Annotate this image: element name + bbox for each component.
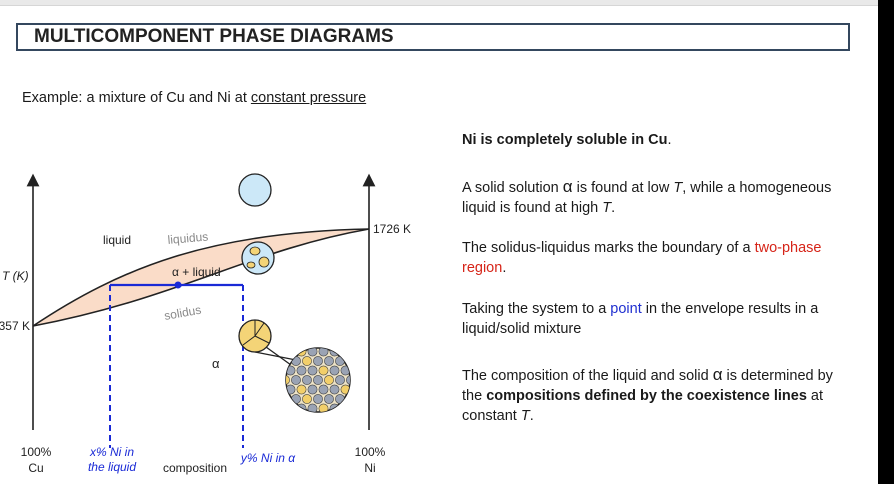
p2-b: is found at low — [572, 180, 674, 196]
paragraph-solubility: Ni is completely soluble in Cu. — [462, 130, 842, 150]
lattice-atom — [335, 375, 345, 385]
lattice-atom — [335, 356, 345, 366]
intro-underlined: constant pressure — [250, 90, 367, 106]
p5-c: at constant — [462, 388, 824, 424]
p4-a: Taking the system to a — [462, 301, 611, 317]
p5-end: . — [529, 408, 534, 424]
x-left-element: Cu — [28, 461, 43, 475]
zoom-line — [265, 346, 292, 366]
p2-t1: T — [673, 180, 683, 196]
lattice-atom — [318, 365, 329, 376]
lattice-atom — [313, 375, 323, 385]
high-temp-label: 1726 K — [373, 222, 411, 236]
p5-alpha: α — [712, 365, 723, 384]
p3-end: . — [502, 260, 507, 276]
liquid-droplet-icon — [238, 173, 272, 207]
solidus-label: solidus — [163, 303, 202, 323]
slide-title: MULTICOMPONENT PHASE DIAGRAMS — [16, 23, 850, 51]
region-solid-label: α — [212, 356, 220, 371]
p2-a: A solid solution — [462, 180, 563, 196]
p3-red: two-phase region — [462, 240, 822, 276]
low-temp-label: 1357 K — [0, 319, 30, 333]
lattice-atom — [307, 348, 318, 357]
paragraph-phases: A solid solution α is found at low T, wh… — [462, 177, 842, 218]
p2-c: , while a homogeneous liquid is found at… — [462, 180, 832, 216]
lattice-atom — [318, 384, 329, 395]
intro-line: Example: a mixture of Cu and Ni at const… — [22, 90, 366, 106]
mixture-icon — [241, 241, 275, 275]
solidus-curve — [32, 228, 370, 327]
top-edge — [0, 0, 894, 6]
x-right-pct: 100% — [355, 445, 386, 459]
liquid-composition-label: x% Ni in — [89, 445, 134, 459]
paragraph-point: Taking the system to a point in the enve… — [462, 299, 842, 339]
lattice-atom — [313, 394, 323, 404]
p5-b: is determined by the — [462, 368, 833, 404]
lattice-atom — [307, 365, 318, 376]
lattice-atom — [335, 394, 345, 404]
lattice-atom — [291, 394, 301, 404]
p2-alpha: α — [562, 177, 573, 196]
lattice-atom — [346, 375, 350, 385]
region-liquid-label: liquid — [103, 233, 131, 247]
liquidus-curve — [32, 228, 370, 327]
x-axis-label: composition — [163, 461, 227, 475]
p4-blue: point — [610, 301, 642, 317]
two-phase-label: α + liquid — [172, 265, 221, 279]
lattice-zoom-icon — [285, 347, 351, 413]
lattice-atom — [307, 403, 318, 412]
p5-a: The composition of the liquid and solid — [462, 368, 713, 384]
lattice-atom — [291, 375, 301, 385]
lattice-atom — [324, 375, 334, 385]
lattice-atom — [302, 375, 312, 385]
system-point — [174, 281, 182, 289]
lattice-atom — [296, 384, 307, 395]
p4-b: in the envelope results in a liquid/soli… — [462, 301, 819, 337]
solid-composition-label: y% Ni in α — [240, 451, 296, 465]
window-edge — [878, 0, 894, 484]
lattice-atom — [302, 356, 312, 366]
p2-end: . — [611, 200, 616, 216]
y-axis-label: T (K) — [2, 269, 29, 283]
two-phase-envelope — [33, 229, 369, 326]
lattice-atom — [307, 384, 318, 395]
lattice-atom — [324, 394, 334, 404]
liquid-composition-label-2: the liquid — [88, 460, 136, 474]
p1-end: . — [667, 132, 672, 148]
lattice-atom — [329, 365, 340, 376]
paragraph-boundary: The solidus-liquidus marks the boundary … — [462, 238, 842, 278]
lattice-atom — [318, 348, 329, 357]
lattice-atom — [313, 356, 323, 366]
paragraph-composition: The composition of the liquid and solid … — [462, 365, 842, 426]
p5-bold: compositions defined by the coexistence … — [486, 388, 807, 404]
lattice-atom — [302, 394, 312, 404]
zoom-line — [254, 351, 297, 361]
lattice-atom — [296, 365, 307, 376]
lattice-atom — [329, 384, 340, 395]
x-right-element: Ni — [364, 461, 375, 475]
p3-a: The solidus-liquidus marks the boundary … — [462, 240, 755, 256]
lattice-atom — [291, 356, 301, 366]
lattice-atom — [286, 375, 290, 385]
lattice-atom — [318, 403, 329, 412]
liquidus-label: liquidus — [167, 229, 209, 246]
lattice-atom — [324, 356, 334, 366]
intro-prefix: Example: a mixture of Cu and Ni at — [22, 90, 251, 106]
p5-t: T — [520, 408, 530, 424]
solid-grain-icon — [238, 319, 272, 353]
x-left-pct: 100% — [21, 445, 52, 459]
p1-bold: Ni is completely soluble in Cu — [462, 132, 668, 148]
p2-t2: T — [602, 200, 612, 216]
